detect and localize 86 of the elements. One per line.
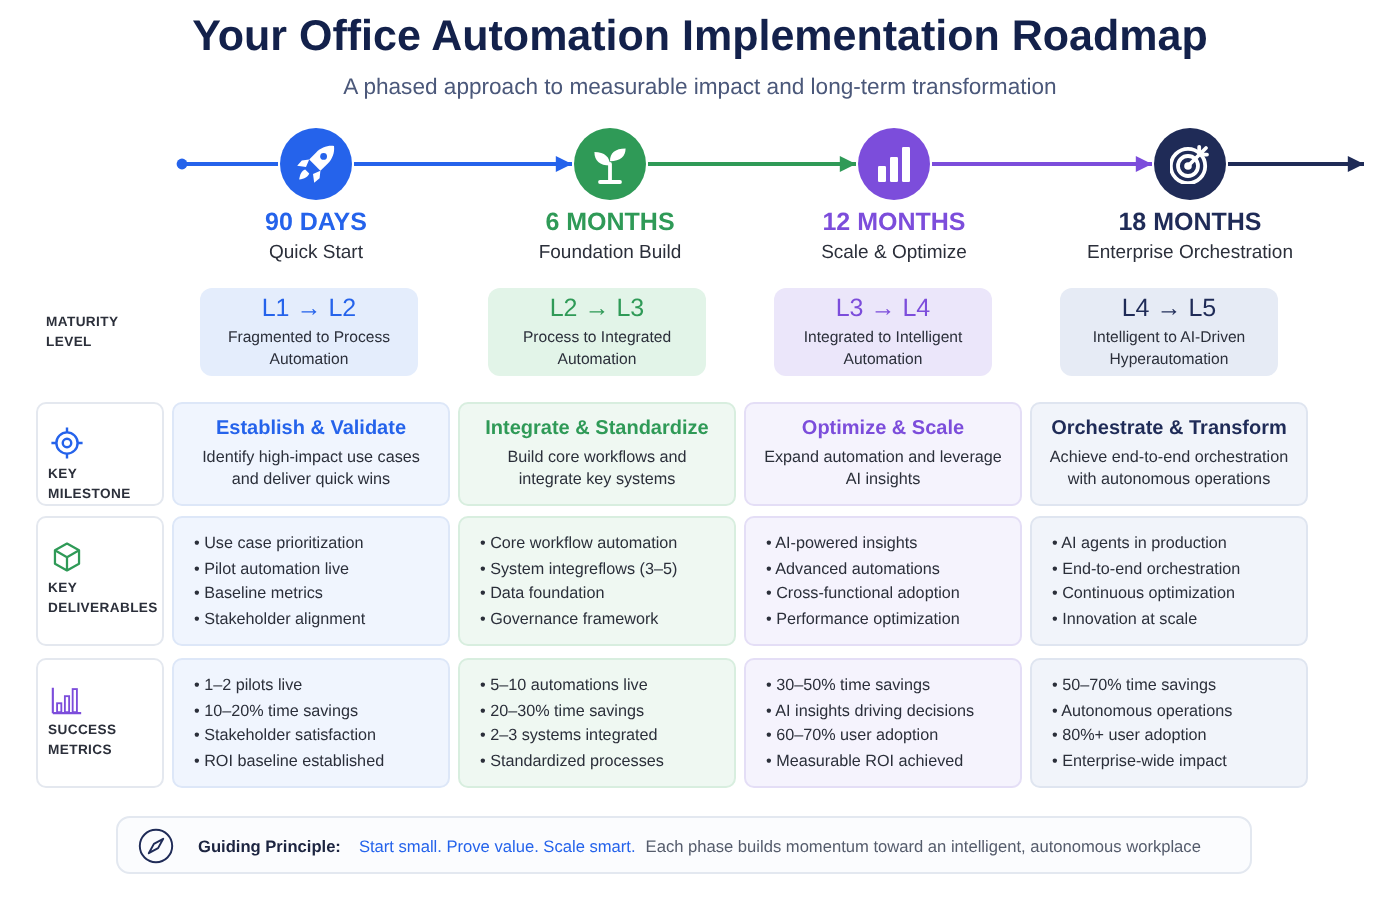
list-card bbox=[172, 658, 450, 788]
row-header-card bbox=[36, 402, 164, 506]
bullet-item: • System integreflows (3–5) bbox=[480, 557, 678, 582]
milestone-description: Expand automation and leverage AI insights bbox=[762, 445, 1004, 491]
principle-label: Guiding Principle: bbox=[198, 835, 341, 855]
phase-duration: 6 MONTHS bbox=[545, 208, 675, 236]
timeline-arrow bbox=[1228, 155, 1364, 173]
milestone-title: Orchestrate & Transform bbox=[1051, 417, 1287, 440]
list-card bbox=[1030, 658, 1308, 788]
list-card bbox=[744, 658, 1022, 788]
principle-text: Each phase builds momentum toward an intelligent, autonomous workplace bbox=[645, 835, 1201, 855]
list-card bbox=[744, 516, 1022, 646]
phase-name: Scale & Optimize bbox=[821, 242, 967, 264]
milestone-card bbox=[1030, 402, 1308, 506]
phase-name: Foundation Build bbox=[538, 242, 682, 264]
bullet-item: • Autonomous operations bbox=[1052, 699, 1233, 724]
row-header-card bbox=[36, 658, 164, 788]
bullet-item: • Governance framework bbox=[480, 607, 659, 632]
timeline-arrow bbox=[354, 155, 572, 173]
bullet-item: • Data foundation bbox=[480, 582, 605, 607]
bullet-item: • Stakeholder alignment bbox=[194, 607, 366, 632]
row-header-card bbox=[36, 516, 164, 646]
bullet-item: • Performance optimization bbox=[766, 607, 960, 632]
milestone-description: Build core workflows and integrate key systems bbox=[505, 445, 689, 491]
bullet-item: • AI insights driving decisions bbox=[766, 699, 975, 724]
phase-duration: 12 MONTHS bbox=[822, 208, 966, 236]
milestone-description: Identify high-impact use cases and deliver quick wins bbox=[200, 445, 422, 491]
diagram-title: Your Office Automation Implementation Roadmap bbox=[192, 12, 1208, 62]
milestone-card bbox=[172, 402, 450, 506]
milestone-card bbox=[744, 402, 1022, 506]
milestone-title: Establish & Validate bbox=[215, 417, 407, 440]
bullet-item: • AI-powered insights bbox=[766, 532, 918, 556]
bullet-item: • AI agents in production bbox=[1052, 532, 1227, 556]
phase-name: Quick Start bbox=[269, 242, 363, 264]
phase-circle bbox=[280, 128, 352, 200]
phase-circle bbox=[574, 128, 646, 200]
maturity-card bbox=[774, 288, 992, 376]
milestone-title: Optimize & Scale bbox=[801, 417, 965, 440]
bullet-item: • Measurable ROI achieved bbox=[766, 749, 964, 774]
subtitle: A phased approach to measurable impact and long-term transformation bbox=[343, 76, 1057, 100]
phase-duration: 18 MONTHS bbox=[1118, 208, 1262, 236]
milestone-title: Integrate & Standardize bbox=[485, 417, 709, 440]
timeline-arrow bbox=[932, 155, 1152, 173]
bullet-item: • Advanced automations bbox=[766, 557, 940, 582]
list-card bbox=[458, 516, 736, 646]
milestone-description: Achieve end-to-end orchestration with autonomous operations bbox=[1047, 445, 1291, 491]
level-transition: L1 → L2 bbox=[261, 293, 357, 322]
bullet-item: • Cross-functional adoption bbox=[766, 582, 960, 607]
bullet-item: • Stakeholder satisfaction bbox=[194, 724, 377, 749]
bullet-item: • Baseline metrics bbox=[194, 582, 323, 607]
principle-motto: Start small. Prove value. Scale smart. bbox=[358, 835, 636, 855]
bullet-item: • Innovation at scale bbox=[1052, 607, 1198, 632]
timeline-arrow bbox=[648, 155, 856, 173]
bullet-item: • 30–50% time savings bbox=[766, 674, 931, 698]
bullet-item: • Use case prioritization bbox=[194, 532, 364, 556]
phase-circle bbox=[1154, 128, 1226, 200]
bullet-item: • Core workflow automation bbox=[480, 532, 678, 556]
phase-circle bbox=[858, 128, 930, 200]
level-transition: L3 → L4 bbox=[835, 293, 931, 322]
phase-name: Enterprise Orchestration bbox=[1087, 242, 1293, 264]
maturity-card bbox=[1060, 288, 1278, 376]
bullet-item: • 1–2 pilots live bbox=[194, 674, 303, 698]
bullet-item: • Continuous optimization bbox=[1052, 582, 1235, 607]
maturity-card bbox=[200, 288, 418, 376]
maturity-card bbox=[488, 288, 706, 376]
bullet-item: • 20–30% time savings bbox=[480, 699, 645, 724]
principle-banner bbox=[116, 816, 1252, 874]
timeline-line bbox=[176, 158, 278, 170]
bullet-item: • Standardized processes bbox=[480, 749, 664, 774]
milestone-card bbox=[458, 402, 736, 506]
bullet-item: • End-to-end orchestration bbox=[1052, 557, 1241, 582]
bullet-item: • 5–10 automations live bbox=[480, 674, 648, 698]
bullet-item: • Enterprise-wide impact bbox=[1052, 749, 1227, 774]
bullet-item: • 60–70% user adoption bbox=[766, 724, 939, 749]
level-transition: L4 → L5 bbox=[1121, 293, 1217, 322]
list-card bbox=[172, 516, 450, 646]
phase-duration: 90 DAYS bbox=[265, 208, 367, 236]
bullet-item: • 80%+ user adoption bbox=[1052, 724, 1207, 749]
bullet-item: • 10–20% time savings bbox=[194, 699, 359, 724]
bullet-item: • Pilot automation live bbox=[194, 557, 350, 582]
level-transition: L2 → L3 bbox=[549, 293, 645, 322]
list-card bbox=[1030, 516, 1308, 646]
bullet-item: • 50–70% time savings bbox=[1052, 674, 1217, 698]
bullet-item: • 2–3 systems integrated bbox=[480, 724, 658, 749]
list-card bbox=[458, 658, 736, 788]
bullet-item: • ROI baseline established bbox=[194, 749, 385, 774]
